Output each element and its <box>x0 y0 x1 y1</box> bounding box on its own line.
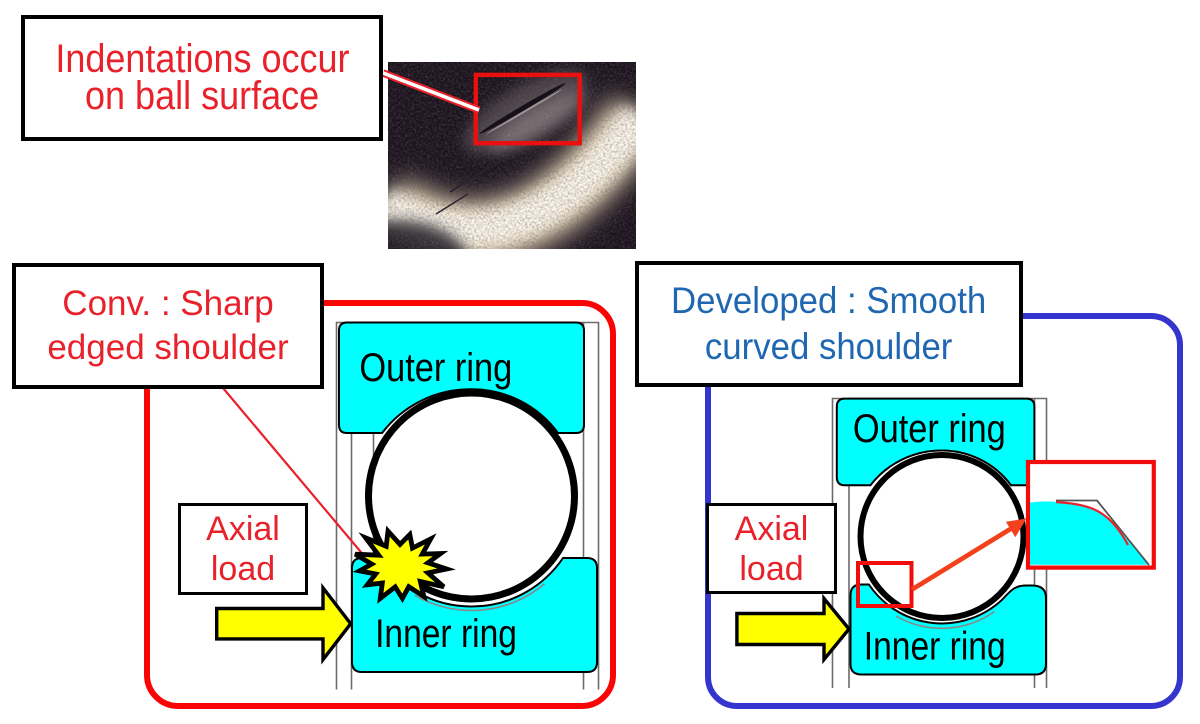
svg-text:Outer ring: Outer ring <box>359 344 512 389</box>
svg-text:Inner ring: Inner ring <box>375 611 517 655</box>
svg-text:Outer ring: Outer ring <box>853 405 1006 450</box>
svg-text:Inner ring: Inner ring <box>864 624 1006 668</box>
